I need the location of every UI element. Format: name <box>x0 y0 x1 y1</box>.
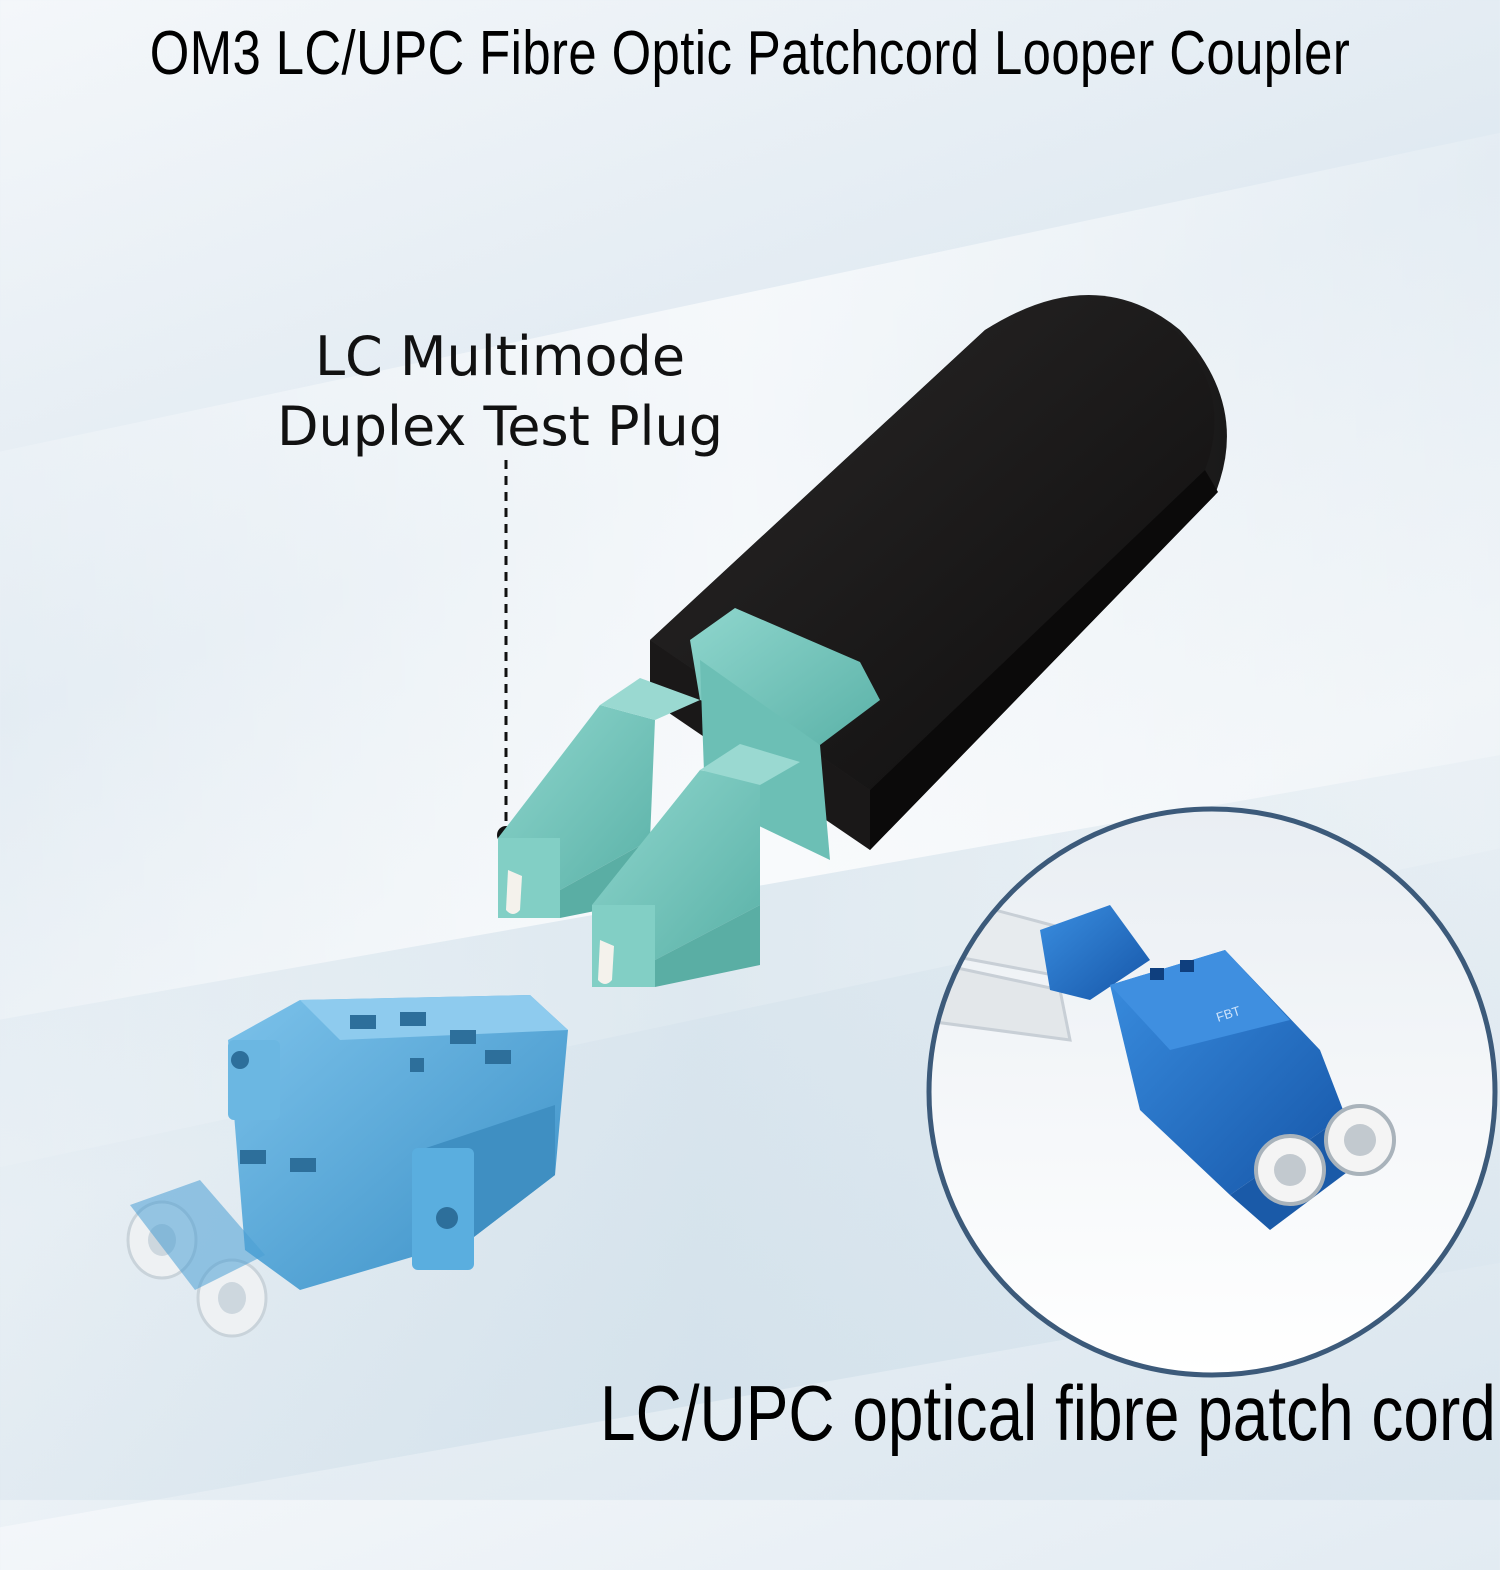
callout-line-2: Duplex Test Plug <box>276 395 724 458</box>
callout-line-1: LC Multimode <box>314 325 686 388</box>
blue-duplex-adapter <box>126 995 568 1338</box>
inset-brand-label: FBT <box>1214 1003 1242 1025</box>
patch-cord-label: LC/UPC optical fibre patch cord <box>600 1369 1496 1457</box>
patch-cord-inset: FBT <box>926 806 1498 1378</box>
test-plug-callout: LC Multimode Duplex Test Plug <box>230 322 770 462</box>
inset-ring <box>926 806 1498 1378</box>
om3-duplex-connector <box>498 608 880 987</box>
product-photo: FBT <box>126 295 1498 1378</box>
product-title: OM3 LC/UPC Fibre Optic Patchcord Looper … <box>149 19 1351 88</box>
